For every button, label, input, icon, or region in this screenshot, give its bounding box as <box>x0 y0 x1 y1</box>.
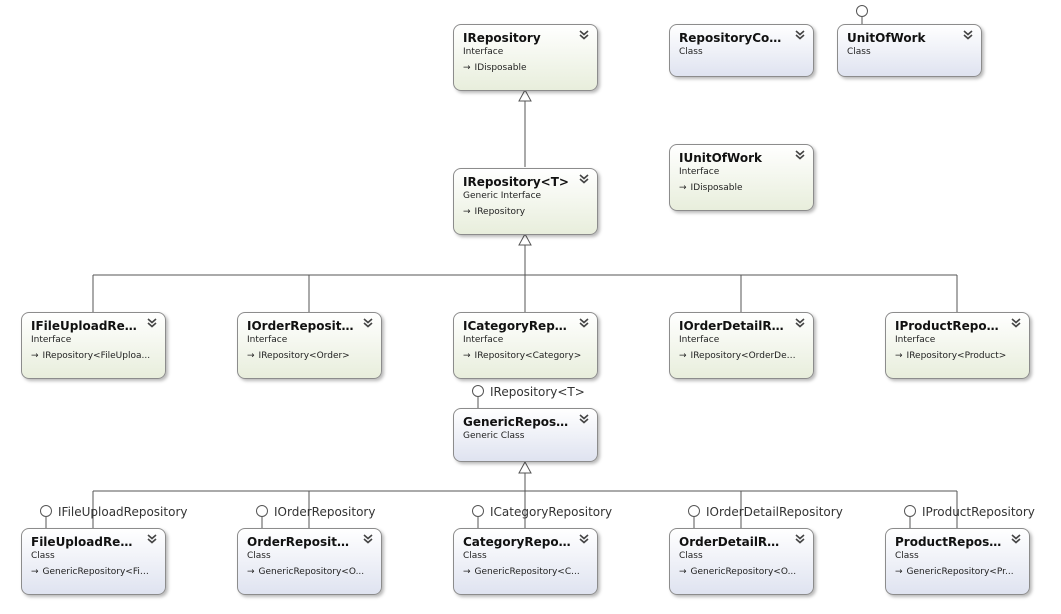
chevron-double-down-icon[interactable] <box>579 30 589 42</box>
node-irepository[interactable]: IRepository Interface →IDisposable <box>453 24 598 91</box>
node-fileuploadrepository[interactable]: FileUploadRepo... Class →GenericReposito… <box>21 528 166 595</box>
node-kind: Interface <box>679 167 720 177</box>
inherit-arrow-icon: → <box>247 351 255 361</box>
node-inherits: →IRepository <box>463 207 526 217</box>
inherit-arrow-icon: → <box>895 567 903 577</box>
node-kind: Class <box>679 47 703 57</box>
chevron-double-down-icon[interactable] <box>579 318 589 330</box>
lollipop-label-ifileuploadrepository: IFileUploadRepository <box>58 505 188 519</box>
node-inherits: →IRepository<Product> <box>895 351 1007 361</box>
node-kind: Interface <box>463 335 504 345</box>
node-genericrepository[interactable]: GenericReposito... Generic Class <box>453 408 598 462</box>
inherit-arrow-icon: → <box>463 351 471 361</box>
node-kind: Generic Interface <box>463 191 542 201</box>
chevron-double-down-icon[interactable] <box>1011 318 1021 330</box>
node-orderrepository[interactable]: OrderRepository Class →GenericRepository… <box>237 528 382 595</box>
node-inherits: →IRepository<Order> <box>247 351 350 361</box>
node-repositoryconfig[interactable]: RepositoryConfig Class <box>669 24 814 77</box>
node-inherits: →GenericRepository<C... <box>463 567 580 577</box>
chevron-double-down-icon[interactable] <box>795 534 805 546</box>
node-iunitofwork[interactable]: IUnitOfWork Interface →IDisposable <box>669 144 814 211</box>
lollipop-label-iorderdetailrepository: IOrderDetailRepository <box>706 505 843 519</box>
inherit-arrow-icon: → <box>679 351 687 361</box>
chevron-double-down-icon[interactable] <box>579 534 589 546</box>
node-kind: Class <box>463 551 487 561</box>
chevron-double-down-icon[interactable] <box>579 414 589 426</box>
chevron-double-down-icon[interactable] <box>963 30 973 42</box>
node-kind: Class <box>895 551 919 561</box>
node-kind: Class <box>31 551 55 561</box>
node-title: CategoryReposi... <box>463 535 571 549</box>
node-title: RepositoryConfig <box>679 31 787 45</box>
node-inherits: →IRepository<Category> <box>463 351 582 361</box>
node-title: ICategoryRepos... <box>463 319 571 333</box>
node-title: ProductReposit... <box>895 535 1003 549</box>
node-kind: Class <box>247 551 271 561</box>
inherit-arrow-icon: → <box>247 567 255 577</box>
node-title: UnitOfWork <box>847 31 926 45</box>
node-unitofwork[interactable]: UnitOfWork Class <box>837 24 982 77</box>
chevron-double-down-icon[interactable] <box>147 318 157 330</box>
inherit-arrow-icon: → <box>31 567 39 577</box>
inherit-arrow-icon: → <box>463 567 471 577</box>
chevron-double-down-icon[interactable] <box>363 534 373 546</box>
chevron-double-down-icon[interactable] <box>795 30 805 42</box>
node-kind: Interface <box>679 335 720 345</box>
node-productrepository[interactable]: ProductReposit... Class →GenericReposito… <box>885 528 1030 595</box>
node-kind: Interface <box>463 47 504 57</box>
inherit-arrow-icon: → <box>679 567 687 577</box>
node-inherits: →GenericRepository<Pr... <box>895 567 1014 577</box>
node-categoryrepository[interactable]: CategoryReposi... Class →GenericReposito… <box>453 528 598 595</box>
node-inherits: →IRepository<OrderDet... <box>679 351 799 361</box>
node-kind: Interface <box>31 335 72 345</box>
inherit-arrow-icon: → <box>895 351 903 361</box>
lollipop-label-irepository-t: IRepository<T> <box>490 385 585 399</box>
node-kind: Class <box>847 47 871 57</box>
node-kind: Class <box>679 551 703 561</box>
node-inherits: →IDisposable <box>463 63 527 73</box>
node-inherits: →GenericRepository<O... <box>679 567 797 577</box>
node-title: IRepository<T> <box>463 175 569 189</box>
node-title: FileUploadRepo... <box>31 535 139 549</box>
lollipop-label-iorderrepository: IOrderRepository <box>274 505 376 519</box>
node-ifileuploadrepository[interactable]: IFileUploadRep... Interface →IRepository… <box>21 312 166 379</box>
chevron-double-down-icon[interactable] <box>795 150 805 162</box>
node-icategoryrepository[interactable]: ICategoryRepos... Interface →IRepository… <box>453 312 598 379</box>
node-title: IOrderDetailRep... <box>679 319 787 333</box>
node-title: OrderRepository <box>247 535 355 549</box>
node-kind: Interface <box>895 335 936 345</box>
node-kind: Generic Class <box>463 431 525 441</box>
node-title: IProductReposit... <box>895 319 1003 333</box>
node-title: IOrderRepository <box>247 319 355 333</box>
node-title: IFileUploadRep... <box>31 319 139 333</box>
node-iproductrepository[interactable]: IProductReposit... Interface →IRepositor… <box>885 312 1030 379</box>
node-iorderrepository[interactable]: IOrderRepository Interface →IRepository<… <box>237 312 382 379</box>
chevron-double-down-icon[interactable] <box>363 318 373 330</box>
node-title: IUnitOfWork <box>679 151 762 165</box>
inherit-arrow-icon: → <box>679 183 687 193</box>
inherit-arrow-icon: → <box>463 207 471 217</box>
chevron-double-down-icon[interactable] <box>147 534 157 546</box>
node-iorderdetailrepository[interactable]: IOrderDetailRep... Interface →IRepositor… <box>669 312 814 379</box>
inherit-arrow-icon: → <box>463 63 471 73</box>
node-title: OrderDetailRep... <box>679 535 787 549</box>
node-inherits: →IDisposable <box>679 183 743 193</box>
chevron-double-down-icon[interactable] <box>1011 534 1021 546</box>
chevron-double-down-icon[interactable] <box>795 318 805 330</box>
lollipop-label-icategoryrepository: ICategoryRepository <box>490 505 613 519</box>
node-orderdetailrepository[interactable]: OrderDetailRep... Class →GenericReposito… <box>669 528 814 595</box>
node-title: IRepository <box>463 31 541 45</box>
node-kind: Interface <box>247 335 288 345</box>
node-inherits: →IRepository<FileUploa... <box>31 351 151 361</box>
inherit-arrow-icon: → <box>31 351 39 361</box>
node-inherits: →GenericRepository<Fil... <box>31 567 151 577</box>
node-title: GenericReposito... <box>463 415 571 429</box>
node-inherits: →GenericRepository<O... <box>247 567 365 577</box>
chevron-double-down-icon[interactable] <box>579 174 589 186</box>
lollipop-label-iproductrepository: IProductRepository <box>922 505 1035 519</box>
node-irepository-t[interactable]: IRepository<T> Generic Interface →IRepos… <box>453 168 598 235</box>
